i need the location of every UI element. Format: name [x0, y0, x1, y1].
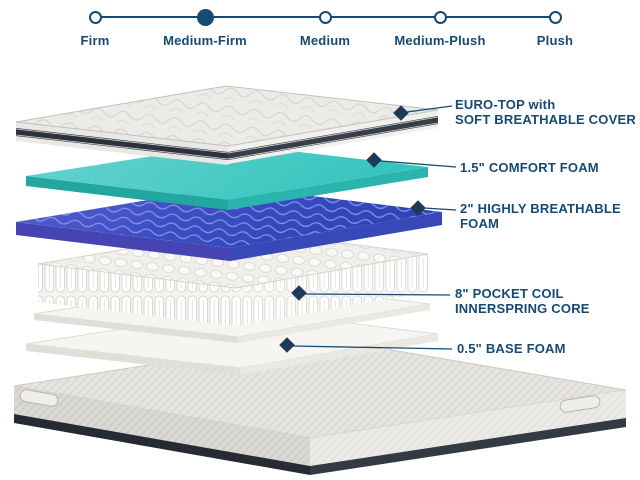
layer-callout-base-foam: 0.5" BASE FOAM [457, 341, 566, 356]
base-handle-left [19, 389, 59, 407]
callout-line [292, 345, 453, 350]
firmness-dot-medium[interactable] [318, 10, 332, 24]
dot-wrap [318, 7, 332, 27]
dot-wrap [88, 7, 102, 27]
firmness-option-medium-firm[interactable]: Medium-Firm [140, 7, 270, 48]
firmness-dot-firm[interactable] [88, 10, 102, 24]
comfort-foam-layer [26, 144, 428, 210]
firmness-option-medium-plush[interactable]: Medium-Plush [375, 7, 505, 48]
layer-callout-comfort-foam: 1.5" COMFORT FOAM [460, 160, 599, 175]
callout-line1: EURO-TOP with [455, 97, 556, 112]
callout-line2: FOAM [460, 216, 500, 231]
firmness-option-medium[interactable]: Medium [260, 7, 390, 48]
firmness-dot-plush[interactable] [548, 10, 562, 24]
base-bottom-trim [14, 414, 310, 475]
callout-line [423, 207, 457, 211]
breathable-foam-layer [16, 186, 442, 261]
firmness-label-medium-firm: Medium-Firm [163, 33, 247, 48]
callout-line1: 8" POCKET COIL [455, 286, 564, 301]
euro-top-layer [15, 85, 439, 165]
firmness-label-firm: Firm [80, 33, 110, 48]
callout-line2: INNERSPRING CORE [455, 301, 590, 316]
firmness-label-plush: Plush [536, 33, 574, 48]
dot-wrap [548, 7, 562, 27]
firmness-scale: Firm Medium-Firm Medium Medium-Plush Plu… [0, 0, 640, 56]
firmness-option-firm[interactable]: Firm [30, 7, 160, 48]
firmness-dot-medium-plush[interactable] [433, 10, 447, 24]
euro-top-trim [228, 116, 438, 160]
callout-line [406, 105, 453, 113]
firmness-label-medium: Medium [299, 33, 351, 48]
callout-line [304, 293, 451, 296]
layer-callout-euro-top: EURO-TOP with SOFT BREATHABLE COVER [455, 97, 636, 127]
callout-line1: 1.5" COMFORT FOAM [460, 160, 599, 175]
comfort-foam-marker-diamond [366, 152, 382, 168]
dot-wrap [433, 7, 447, 27]
layer-callout-pocket-coil: 8" POCKET COIL INNERSPRING CORE [455, 286, 590, 316]
breathable-foam-marker-diamond [410, 200, 426, 216]
dot-wrap [196, 7, 214, 27]
firmness-dot-medium-firm[interactable] [196, 8, 214, 26]
base-handle-right [559, 395, 601, 413]
callout-line2: SOFT BREATHABLE COVER [455, 112, 636, 127]
callout-line [379, 160, 457, 168]
euro-top-trim [16, 128, 228, 160]
layer-callout-breathable-foam: 2" HIGHLY BREATHABLE FOAM [460, 201, 621, 231]
callout-line1: 0.5" BASE FOAM [457, 341, 566, 356]
firmness-label-medium-plush: Medium-Plush [394, 33, 486, 48]
base-bottom-trim [310, 418, 626, 475]
firmness-option-plush[interactable]: Plush [490, 7, 620, 48]
callout-line1: 2" HIGHLY BREATHABLE [460, 201, 621, 216]
